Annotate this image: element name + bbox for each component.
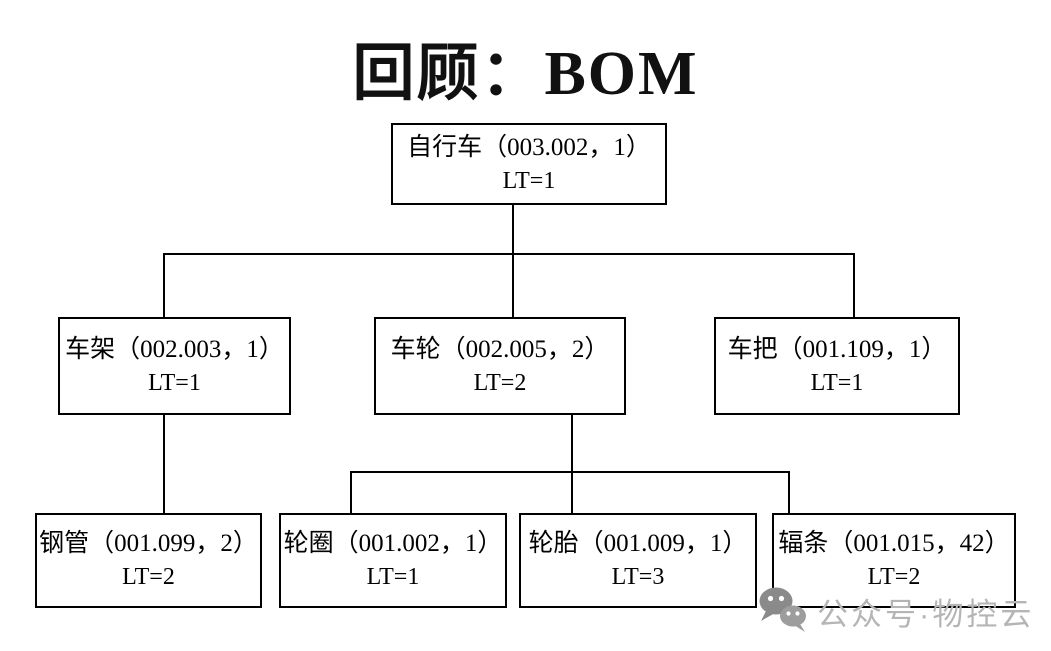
node-spokes-label: 辐条（001.015，42） <box>778 530 1010 558</box>
edge-drop-handlebar <box>853 253 855 318</box>
node-frame-label: 车架（002.003，1） <box>65 335 284 363</box>
node-frame-leadtime: LT=1 <box>148 369 201 396</box>
edge-frame-steel-tube <box>163 414 165 513</box>
edge-wheel-vertical <box>571 414 573 513</box>
node-handlebar: 车把（001.109，1） LT=1 <box>714 317 960 415</box>
node-handlebar-leadtime: LT=1 <box>810 369 864 396</box>
node-rim-label: 轮圈（001.002，1） <box>283 530 503 558</box>
node-wheel: 车轮（002.005，2） LT=2 <box>374 317 626 415</box>
edge-level3-bus <box>350 471 790 473</box>
edge-drop-frame <box>163 253 165 318</box>
edge-level2-bus <box>163 253 855 255</box>
wechat-icon <box>757 586 809 636</box>
node-wheel-label: 车轮（002.005，2） <box>390 335 610 363</box>
node-tire-label: 轮胎（001.009，1） <box>528 530 748 558</box>
edge-drop-rim <box>350 471 352 513</box>
node-steel-tube-leadtime: LT=2 <box>122 564 175 591</box>
watermark: 公众号·物控云 <box>757 586 1034 636</box>
node-bicycle-label: 自行车（003.002，1） <box>407 133 651 161</box>
edge-root-vertical <box>512 204 514 318</box>
node-spokes: 辐条（001.015，42） LT=2 <box>772 513 1016 608</box>
node-wheel-leadtime: LT=2 <box>473 369 527 396</box>
node-frame: 车架（002.003，1） LT=1 <box>58 317 291 415</box>
node-tire: 轮胎（001.009，1） LT=3 <box>519 513 757 608</box>
node-tire-leadtime: LT=3 <box>611 564 665 591</box>
watermark-text: 公众号·物控云 <box>817 596 1035 632</box>
node-rim-leadtime: LT=1 <box>366 564 420 591</box>
node-handlebar-label: 车把（001.109，1） <box>727 335 947 363</box>
node-spokes-leadtime: LT=2 <box>867 564 921 591</box>
node-steel-tube-label: 钢管（001.099，2） <box>39 530 258 558</box>
node-bicycle: 自行车（003.002，1） LT=1 <box>391 123 667 205</box>
node-steel-tube: 钢管（001.099，2） LT=2 <box>35 513 262 608</box>
node-rim: 轮圈（001.002，1） LT=1 <box>279 513 507 608</box>
page-title: 回顾：BOM <box>352 40 699 108</box>
node-bicycle-leadtime: LT=1 <box>502 167 556 194</box>
edge-drop-spokes <box>788 471 790 513</box>
